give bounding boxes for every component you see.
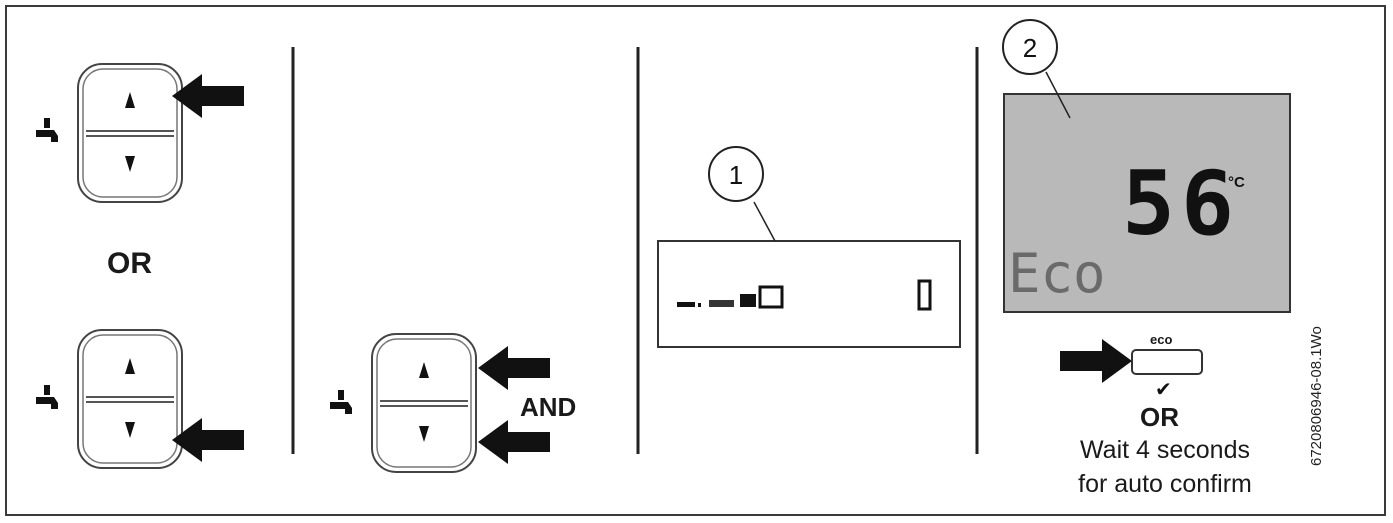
lcd-display — [1003, 93, 1291, 313]
check-icon: ✔ — [1155, 377, 1172, 401]
lcd-temperature: 56 — [1122, 152, 1240, 255]
up-down-button[interactable] — [77, 329, 183, 469]
wait-line-1: Wait 4 seconds — [1080, 436, 1250, 464]
document-id: 6720806946-08.1Wo — [1308, 326, 1325, 466]
eco-button-label: eco — [1150, 332, 1173, 347]
level-display — [657, 240, 961, 348]
wait-line-2: for auto confirm — [1078, 470, 1252, 498]
lcd-mode: Eco — [1008, 242, 1106, 305]
press-arrow-icon — [1060, 339, 1132, 383]
lcd-unit: °C — [1228, 174, 1245, 191]
and-label: AND — [520, 392, 577, 422]
faucet-icon — [36, 385, 58, 409]
eco-button[interactable] — [1131, 349, 1203, 375]
or-label-right: OR — [1140, 402, 1179, 432]
press-arrow-icon — [478, 346, 550, 390]
faucet-icon — [330, 390, 352, 414]
faucet-icon — [36, 118, 58, 142]
or-label: OR — [107, 247, 152, 280]
callout-1-circle — [708, 146, 764, 202]
callout-1-number: 1 — [729, 160, 743, 190]
level-bars — [677, 279, 932, 311]
up-down-button[interactable] — [371, 333, 477, 473]
callout-1-leader — [753, 201, 776, 242]
callout-2-leader — [1045, 71, 1071, 119]
callout-2-circle — [1002, 19, 1058, 75]
press-arrow-icon — [478, 420, 550, 464]
callout-2-number: 2 — [1023, 33, 1037, 63]
up-down-button[interactable] — [77, 63, 183, 203]
